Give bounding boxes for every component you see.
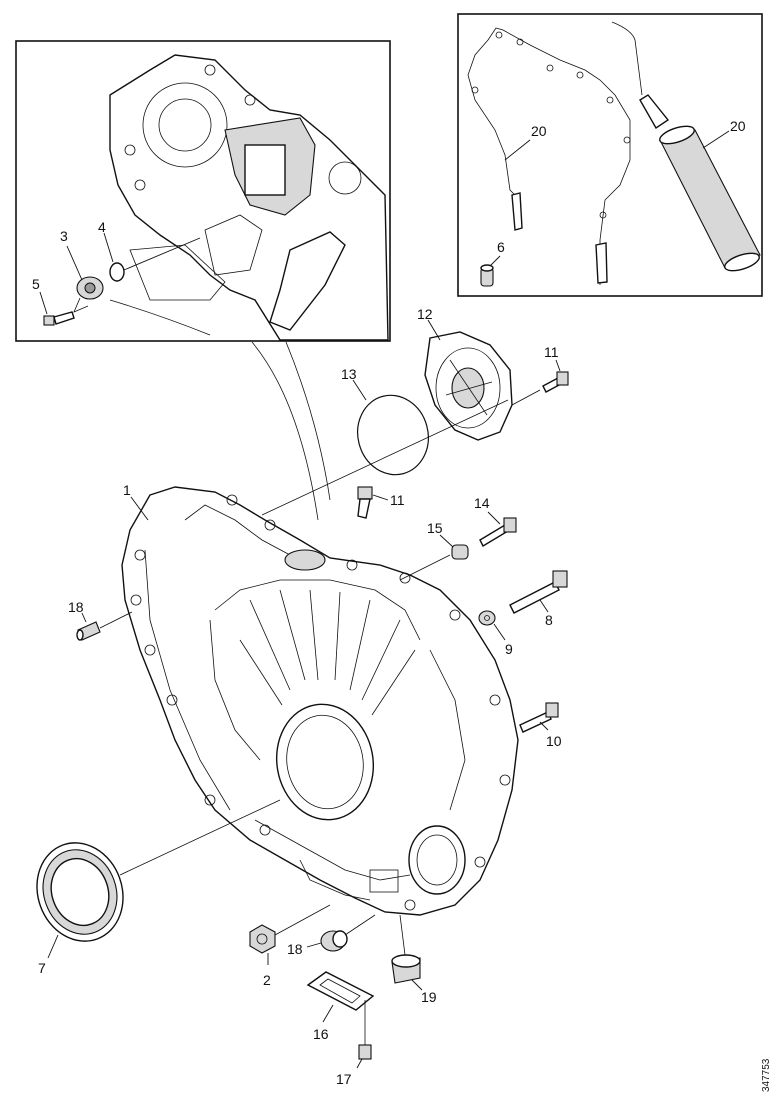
part-18-plug-lower bbox=[320, 930, 348, 952]
label-14: 14 bbox=[474, 495, 490, 511]
part-17-bolt bbox=[358, 1000, 372, 1060]
part-1-flywheel-housing bbox=[121, 486, 519, 916]
part-8-bolt bbox=[509, 570, 568, 614]
label-16: 16 bbox=[313, 1026, 329, 1042]
label-10: 10 bbox=[546, 733, 562, 749]
label-8: 8 bbox=[545, 612, 553, 628]
inset-callout-arc bbox=[251, 341, 319, 521]
part-2-nut bbox=[249, 924, 276, 954]
detail-inset-left: 3 4 5 bbox=[15, 40, 391, 342]
label-20-gasket: 20 bbox=[531, 123, 547, 139]
label-20-tube: 20 bbox=[730, 118, 746, 134]
detail-inset-right: 20 20 6 bbox=[457, 13, 763, 297]
part-11-bolt-upper bbox=[542, 371, 569, 393]
part-13-o-ring bbox=[357, 394, 429, 476]
part-12-cover bbox=[424, 331, 513, 441]
part-19-plug bbox=[391, 954, 421, 984]
label-5: 5 bbox=[32, 276, 40, 292]
part-10-bolt bbox=[519, 702, 559, 733]
part-14-bolt bbox=[479, 517, 517, 547]
label-6: 6 bbox=[497, 239, 505, 255]
label-2: 2 bbox=[263, 972, 271, 988]
label-18-lower: 18 bbox=[287, 941, 303, 957]
label-19: 19 bbox=[421, 989, 437, 1005]
label-3: 3 bbox=[60, 228, 68, 244]
label-9: 9 bbox=[505, 641, 513, 657]
label-1: 1 bbox=[123, 482, 131, 498]
part-18-dowel-left bbox=[76, 621, 101, 641]
part-16-gasket bbox=[306, 971, 375, 1011]
part-11-bolt-lower bbox=[357, 486, 373, 519]
part-6-dowel bbox=[480, 264, 494, 287]
label-18-left: 18 bbox=[68, 599, 84, 615]
part-15-sleeve bbox=[451, 544, 469, 560]
figure-reference-number: 347753 bbox=[761, 1058, 772, 1092]
label-4: 4 bbox=[98, 219, 106, 235]
part-3-sensor-bracket bbox=[73, 276, 104, 313]
label-11-lower: 11 bbox=[390, 492, 405, 508]
label-11-upper: 11 bbox=[544, 344, 559, 360]
part-9-washer bbox=[478, 610, 496, 626]
part-7-crankshaft-seal bbox=[36, 842, 124, 942]
label-12: 12 bbox=[417, 306, 433, 322]
label-13: 13 bbox=[341, 366, 357, 382]
label-17: 17 bbox=[336, 1071, 352, 1087]
part-5-bolt bbox=[43, 311, 75, 326]
part-20-sealant-tube bbox=[611, 21, 761, 272]
label-7: 7 bbox=[38, 960, 46, 976]
part-4-o-ring bbox=[109, 262, 125, 282]
label-15: 15 bbox=[427, 520, 443, 536]
